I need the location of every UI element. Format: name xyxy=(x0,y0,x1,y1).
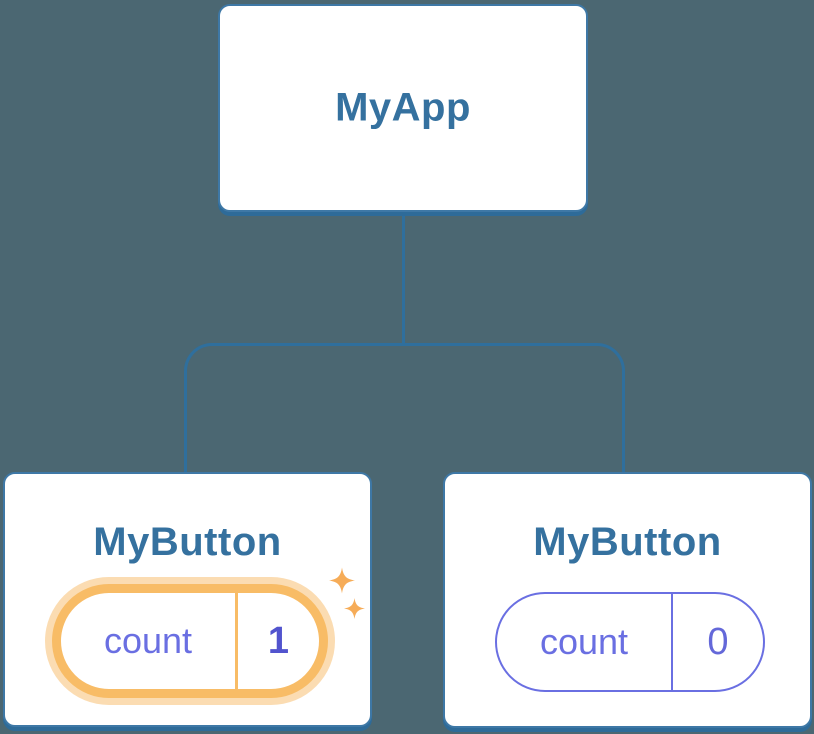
pill-divider xyxy=(235,593,238,689)
node-mybutton-default: MyButton count 0 xyxy=(443,472,812,728)
connector-root-stub xyxy=(402,211,405,344)
connector-branch-bracket xyxy=(184,343,625,472)
state-key-label: count xyxy=(103,620,193,661)
pill-divider xyxy=(671,594,673,690)
node-myapp-label: MyApp xyxy=(335,85,471,130)
node-mybutton-updated: MyButton count 1 xyxy=(3,472,372,727)
sparkle-icon xyxy=(329,567,355,594)
state-key-label: count xyxy=(539,621,629,662)
state-value: 0 xyxy=(707,620,729,663)
node-mybutton-updated-label: MyButton xyxy=(93,520,282,564)
sparkle-icon xyxy=(344,598,365,619)
state-pill-default: count 0 xyxy=(495,592,765,692)
node-myapp: MyApp xyxy=(218,4,588,212)
state-value: 1 xyxy=(267,619,290,662)
node-mybutton-default-label: MyButton xyxy=(533,520,722,564)
state-pill-highlighted: count 1 xyxy=(52,584,328,698)
